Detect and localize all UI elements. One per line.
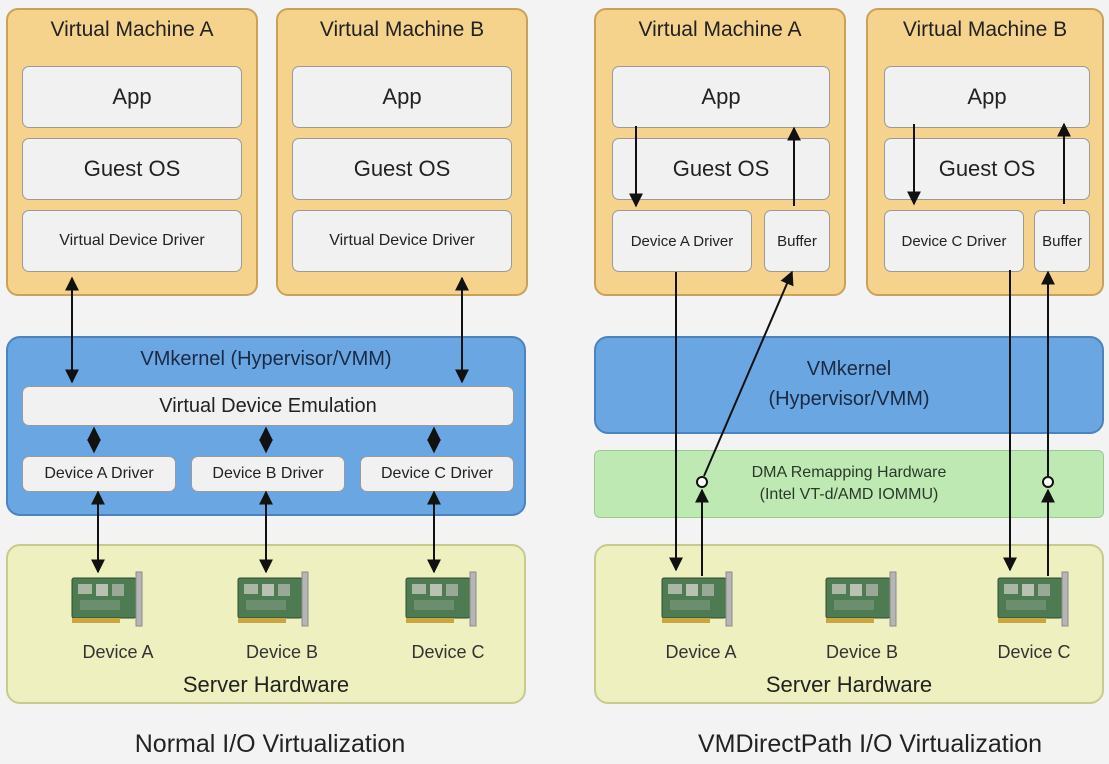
dma-remap-point-c bbox=[1042, 476, 1054, 488]
device-a-label: Device A bbox=[82, 642, 154, 662]
arrow-dma-to-buffer-a bbox=[703, 270, 794, 477]
buffer-box: Buffer bbox=[1034, 210, 1090, 272]
virtual-device-driver-box: Virtual Device Driver bbox=[22, 210, 242, 272]
guest-os-box: Guest OS bbox=[292, 138, 512, 200]
device-c-driver-box: Device C Driver bbox=[360, 456, 514, 492]
vm-title: Virtual Machine B bbox=[902, 18, 1068, 41]
vmkernel-title-line2: (Hypervisor/VMM) bbox=[768, 388, 930, 410]
network-card-icon bbox=[661, 571, 733, 627]
app-box: App bbox=[292, 66, 512, 128]
device-b-label: Device B bbox=[825, 642, 899, 662]
server-hardware-label: Server Hardware bbox=[182, 672, 350, 697]
virtual-device-driver-box: Virtual Device Driver bbox=[292, 210, 512, 272]
dma-remap-point-a bbox=[696, 476, 708, 488]
dma-remapping-hardware: DMA Remapping Hardware (Intel VT-d/AMD I… bbox=[594, 450, 1104, 518]
server-hardware-label: Server Hardware bbox=[765, 672, 933, 697]
guest-os-box: Guest OS bbox=[22, 138, 242, 200]
network-card-icon bbox=[71, 571, 143, 627]
left-caption: Normal I/O Virtualization bbox=[134, 730, 406, 758]
left-vm-a: Virtual Machine A App Guest OS Virtual D… bbox=[6, 8, 258, 296]
app-box: App bbox=[22, 66, 242, 128]
device-c-label: Device C bbox=[411, 642, 485, 662]
vm-title: Virtual Machine B bbox=[319, 18, 485, 41]
device-a-label: Device A bbox=[665, 642, 737, 662]
left-vm-b: Virtual Machine B App Guest OS Virtual D… bbox=[276, 8, 528, 296]
network-card-icon bbox=[237, 571, 309, 627]
network-card-icon bbox=[825, 571, 897, 627]
device-a-driver-box: Device A Driver bbox=[22, 456, 176, 492]
device-b-label: Device B bbox=[245, 642, 319, 662]
device-a-driver-box: Device A Driver bbox=[612, 210, 752, 272]
right-caption: VMDirectPath I/O Virtualization bbox=[697, 730, 1043, 758]
vmkernel-title-line1: VMkernel bbox=[806, 358, 892, 380]
virtual-device-emulation-box: Virtual Device Emulation bbox=[22, 386, 514, 426]
guest-os-box: Guest OS bbox=[884, 138, 1090, 200]
vm-title: Virtual Machine A bbox=[638, 18, 802, 41]
device-c-driver-box: Device C Driver bbox=[884, 210, 1024, 272]
buffer-box: Buffer bbox=[764, 210, 830, 272]
left-vmkernel: VMkernel (Hypervisor/VMM) Virtual Device… bbox=[6, 336, 526, 516]
dma-line1: DMA Remapping Hardware bbox=[751, 464, 947, 481]
vmkernel-title: VMkernel (Hypervisor/VMM) bbox=[140, 348, 392, 370]
network-card-icon bbox=[405, 571, 477, 627]
app-box: App bbox=[884, 66, 1090, 128]
device-b-driver-box: Device B Driver bbox=[191, 456, 345, 492]
vm-title: Virtual Machine A bbox=[50, 18, 214, 41]
dma-line2: (Intel VT-d/AMD IOMMU) bbox=[759, 486, 939, 503]
network-card-icon bbox=[997, 571, 1069, 627]
right-vmkernel: VMkernel (Hypervisor/VMM) bbox=[594, 336, 1104, 434]
app-box: App bbox=[612, 66, 830, 128]
device-c-label: Device C bbox=[997, 642, 1071, 662]
